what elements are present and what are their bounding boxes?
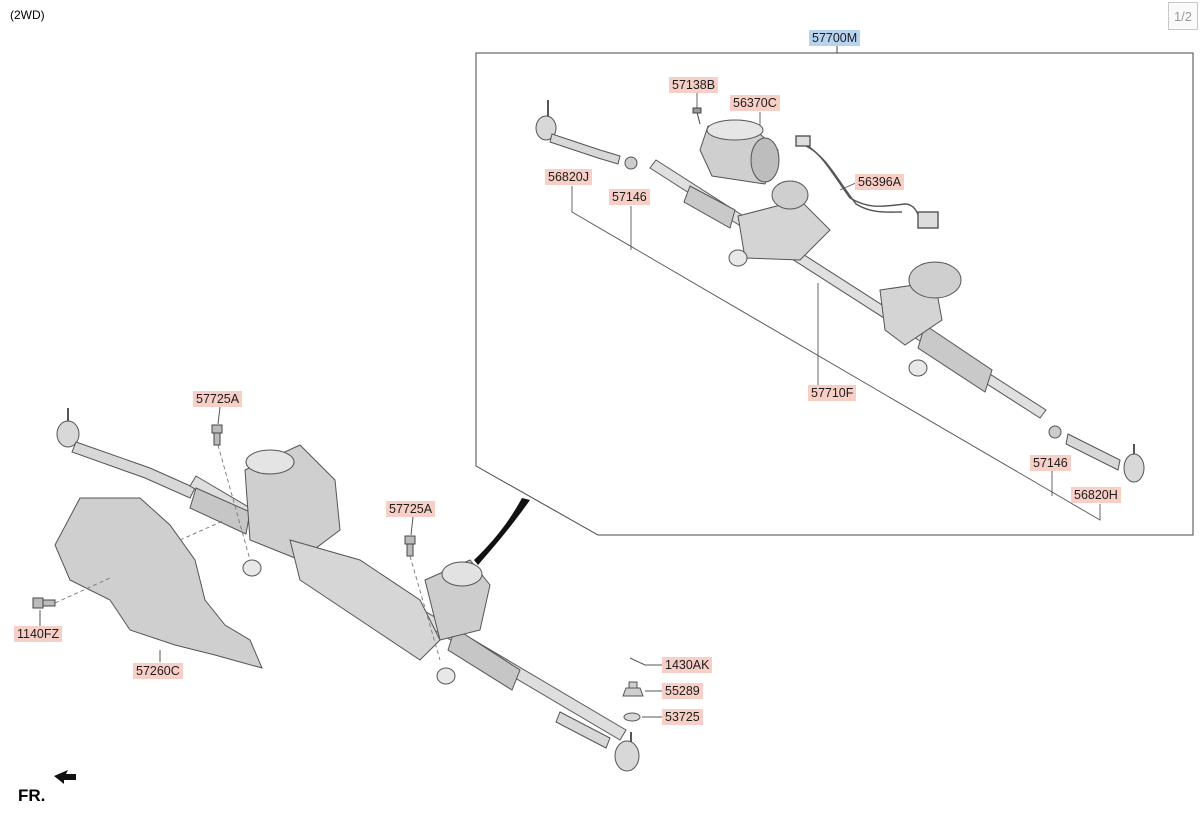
bolt-57725A-left bbox=[211, 424, 223, 446]
tie-rod-end-left-upper bbox=[535, 100, 621, 165]
part-label-57260C[interactable]: 57260C bbox=[133, 663, 183, 679]
part-label-56820J[interactable]: 56820J bbox=[545, 169, 593, 185]
part-label-56370C[interactable]: 56370C bbox=[730, 95, 780, 111]
leader-56820J bbox=[571, 186, 1101, 521]
motor-56370C bbox=[699, 119, 780, 185]
front-direction-label: FR. bbox=[18, 786, 46, 805]
bolt-57138B bbox=[692, 107, 702, 125]
part-label-57710F[interactable]: 57710F bbox=[808, 385, 857, 401]
front-direction-arrow bbox=[54, 770, 76, 784]
exploded-view-frame bbox=[475, 52, 1194, 536]
tie-rod-end-left-lower bbox=[56, 408, 196, 499]
part-label-56396A[interactable]: 56396A bbox=[855, 174, 905, 190]
tie-rod-end-right-upper bbox=[1065, 433, 1145, 483]
ring-57146-upper bbox=[624, 156, 638, 170]
bolt-1140FZ bbox=[32, 597, 56, 609]
part-label-1430AK[interactable]: 1430AK bbox=[662, 657, 713, 673]
bolt-57725A-right bbox=[404, 535, 416, 557]
ring-57146-lower bbox=[1048, 425, 1062, 439]
part-label-57700M[interactable]: 57700M bbox=[809, 30, 861, 46]
part-label-55289[interactable]: 55289 bbox=[662, 683, 703, 699]
wiring-harness-56396A bbox=[795, 135, 939, 229]
tie-rod-end-right-lower bbox=[555, 711, 640, 772]
heat-shield-57260C bbox=[54, 497, 263, 669]
part-label-57146-top[interactable]: 57146 bbox=[609, 189, 650, 205]
part-label-57725A-right[interactable]: 57725A bbox=[386, 501, 436, 517]
leader-57725A-left bbox=[217, 406, 221, 425]
part-label-57138B[interactable]: 57138B bbox=[669, 77, 719, 93]
dashed-guides bbox=[54, 444, 441, 661]
assembly-pointer bbox=[474, 498, 530, 565]
rack-housing-lower bbox=[189, 444, 627, 741]
part-label-57725A-left[interactable]: 57725A bbox=[193, 391, 243, 407]
cotter-pin-1430AK bbox=[629, 657, 662, 666]
part-label-1140FZ[interactable]: 1140FZ bbox=[14, 626, 63, 642]
part-label-53725[interactable]: 53725 bbox=[662, 709, 703, 725]
variant-label: (2WD) bbox=[10, 8, 45, 22]
leader-57725A-right bbox=[410, 516, 414, 536]
rack-housing-upper bbox=[649, 159, 1047, 419]
nut-55289 bbox=[622, 681, 644, 697]
part-label-56820H[interactable]: 56820H bbox=[1071, 487, 1121, 503]
washer-53725 bbox=[623, 712, 641, 722]
part-label-57146-bottom[interactable]: 57146 bbox=[1030, 455, 1071, 471]
page-indicator[interactable]: 1/2 bbox=[1168, 2, 1198, 30]
